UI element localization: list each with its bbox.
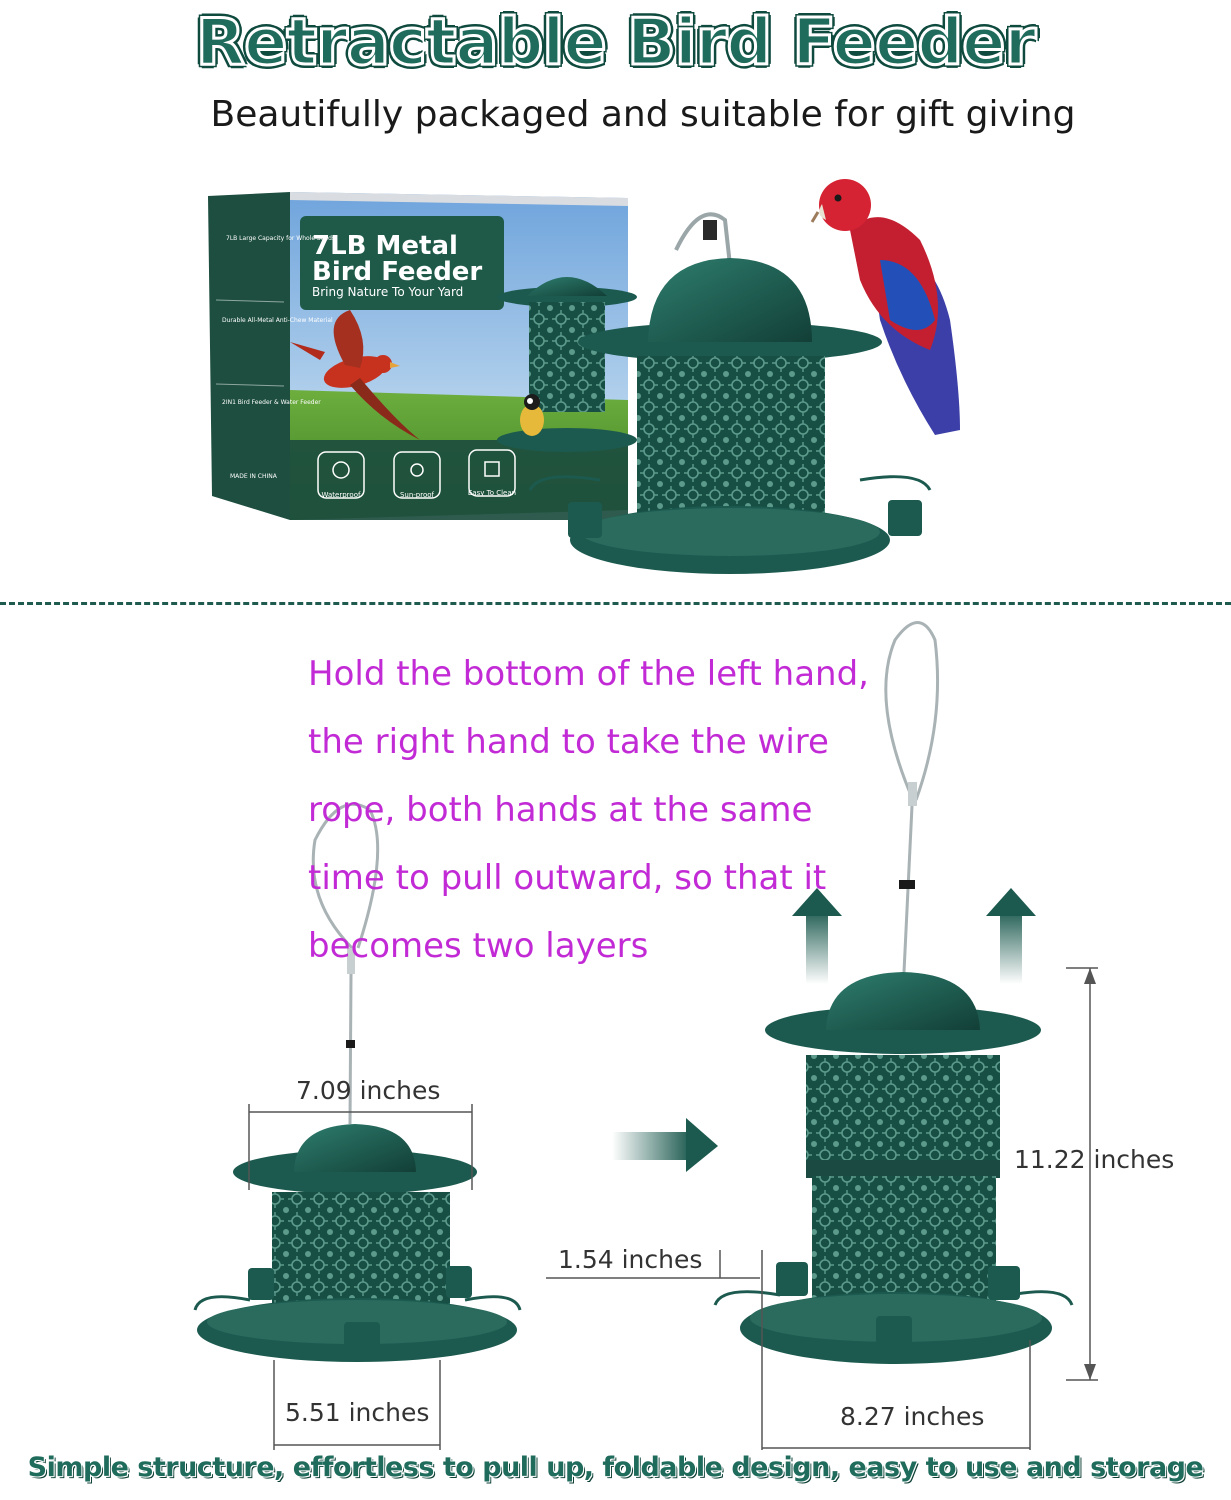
- package-title-2: Bird Feeder: [312, 257, 482, 287]
- dimension-lines-extended: [546, 967, 1098, 1450]
- parrot-bird-icon: [810, 179, 960, 435]
- instruction-line: Hold the bottom of the left hand,: [308, 654, 869, 694]
- badge-waterproof: Waterproof: [317, 451, 365, 499]
- svg-text:Waterproof: Waterproof: [322, 491, 361, 499]
- svg-text:Easy To Clean: Easy To Clean: [468, 489, 516, 497]
- package-box: 7LB Metal Bird Feeder Bring Nature To Yo…: [208, 192, 637, 520]
- feeder-closed: [193, 802, 522, 1362]
- package-title-1: 7LB Metal: [312, 231, 458, 261]
- instructions-text: Hold the bottom of the left hand, the ri…: [308, 640, 948, 980]
- cardinal-bird-icon: [290, 310, 420, 440]
- box-side-text-1: 7LB Large Capacity for Whole Seeds: [226, 235, 335, 242]
- dimension-lines-closed: [248, 1104, 473, 1450]
- instruction-line: becomes two layers: [308, 926, 649, 966]
- section-divider: [0, 602, 1231, 605]
- badge-easy-to-clean: Easy To Clean: [468, 449, 516, 497]
- footer-caption: Simple structure, effortless to pull up,…: [27, 1452, 1204, 1483]
- instruction-line: the right hand to take the wire: [308, 722, 829, 762]
- instruction-line: rope, both hands at the same: [308, 790, 813, 830]
- package-tagline: Bring Nature To Your Yard: [312, 285, 463, 299]
- badge-sun-proof: Sun-proof: [393, 451, 441, 499]
- box-side-text-2: Durable All-Metal Anti-Chew Material: [222, 317, 333, 324]
- dimension-extended-base: 8.27 inches: [840, 1402, 985, 1431]
- up-arrow-icon-left: [792, 888, 842, 984]
- right-arrow-icon: [612, 1118, 718, 1172]
- headline: Retractable Bird Feeder: [194, 5, 1037, 82]
- subheadline: Beautifully packaged and suitable for gi…: [210, 94, 1076, 135]
- dimension-tube-gap: 1.54 inches: [558, 1245, 703, 1274]
- feeder-extended: [713, 621, 1074, 1364]
- box-side-text-3: 2IN1 Bird Feeder & Water Feeder: [222, 399, 321, 406]
- box-made-in: MADE IN CHINA: [230, 473, 278, 480]
- dimension-closed-base: 5.51 inches: [285, 1398, 430, 1427]
- feeder-top-photo: [528, 179, 960, 574]
- small-bird-icon: [520, 394, 544, 436]
- up-arrow-icon-right: [986, 888, 1036, 984]
- instruction-line: time to pull outward, so that it: [308, 858, 827, 898]
- svg-text:Sun-proof: Sun-proof: [400, 491, 435, 499]
- dimension-extended-height: 11.22 inches: [1014, 1145, 1175, 1174]
- dimension-closed-width: 7.09 inches: [296, 1076, 441, 1105]
